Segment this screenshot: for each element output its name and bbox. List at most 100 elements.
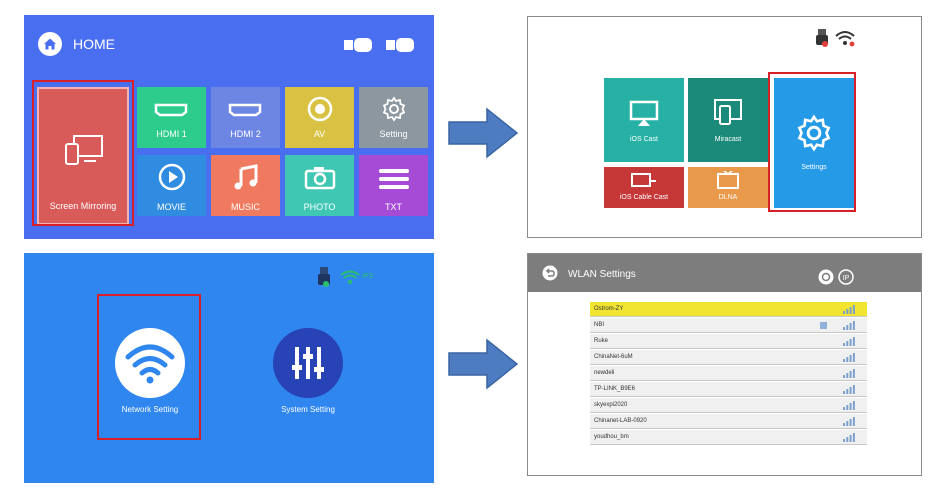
music-icon <box>234 164 258 190</box>
play-icon <box>158 163 186 191</box>
wifi-network-name: TP-LINK_B9E6 <box>594 386 636 392</box>
signal-strength-icon <box>843 353 855 362</box>
wifi-network-name: youdhou_bm <box>594 434 629 440</box>
wifi-network-row[interactable]: newdeli <box>590 366 867 381</box>
page-title: HOME <box>73 36 115 52</box>
wifi-network-row[interactable]: youdhou_bm <box>590 430 867 445</box>
network-setting-item[interactable]: Network Setting <box>100 295 200 435</box>
hdmi-icon <box>154 103 188 117</box>
tv-icon <box>717 171 739 189</box>
selection-highlight <box>32 80 134 226</box>
tile-miracast[interactable]: Miracast <box>688 78 768 162</box>
wifi-network-row[interactable]: ChinaNet-6uM <box>590 350 867 365</box>
system-setting-item[interactable]: System Setting <box>258 295 358 435</box>
wifi-network-name: skyexpi2020 <box>594 402 628 408</box>
status-label: IPS <box>362 273 374 280</box>
signal-strength-icon <box>843 417 855 426</box>
wifi-network-row[interactable]: NBI <box>590 318 867 333</box>
tile-label: iOS Cable Cast <box>619 194 669 201</box>
signal-strength-icon <box>843 337 855 346</box>
wifi-icon <box>834 29 856 47</box>
screen-mirroring-icon <box>65 135 103 165</box>
cable-cast-icon <box>631 173 656 187</box>
gear-icon <box>382 96 406 122</box>
tile-label: Setting <box>379 129 408 139</box>
tile-setting[interactable]: Setting <box>359 87 428 148</box>
tile-label: DLNA <box>718 194 738 201</box>
tile-label: MOVIE <box>156 202 186 212</box>
tile-av[interactable]: AV <box>285 87 354 148</box>
item-label: System Setting <box>281 405 335 414</box>
item-label: Network Setting <box>121 405 179 414</box>
tile-txt[interactable]: TXT <box>359 155 428 216</box>
wifi-network-row[interactable]: skyexpi2020 <box>590 398 867 413</box>
tile-ios-cable-cast[interactable]: iOS Cable Cast <box>604 167 684 208</box>
wlan-header: WLAN Settings IP <box>528 254 921 292</box>
camera-icon <box>304 167 336 190</box>
tile-label: Settings <box>801 164 827 171</box>
ip-icon[interactable]: IP <box>838 269 854 285</box>
usb-icon <box>344 38 372 52</box>
tile-dlna[interactable]: DLNA <box>688 167 768 208</box>
arrow-right-icon <box>448 107 519 159</box>
wifi-icon <box>115 328 185 398</box>
wifi-network-row[interactable]: Ruke <box>590 334 867 349</box>
tile-settings[interactable]: Settings <box>774 78 854 208</box>
svg-text:IP: IP <box>843 275 850 282</box>
signal-strength-icon <box>843 385 855 394</box>
screen-mirroring-panel: iOS Cast Miracast Settings iOS Cable Cas… <box>527 16 922 238</box>
usb-icon <box>386 38 414 52</box>
lock-icon <box>820 322 827 329</box>
tile-ios-cast[interactable]: iOS Cast <box>604 78 684 162</box>
signal-strength-icon <box>843 433 855 442</box>
wifi-network-row[interactable]: TP-LINK_B9E6 <box>590 382 867 397</box>
selection-highlight <box>768 72 856 212</box>
wifi-network-name: NBI <box>594 322 605 328</box>
wifi-network-name: ChinaNet-6uM <box>594 354 633 360</box>
arrow-right-icon <box>448 338 519 390</box>
refresh-icon[interactable] <box>818 269 834 285</box>
settings-panel: IPS Network Setting System Setting <box>24 253 434 483</box>
home-icon[interactable] <box>38 32 62 56</box>
home-screen-panel: HOME Screen Mirroring HDMI 1 HDMI 2 AV <box>24 15 434 239</box>
tile-label: iOS Cast <box>629 136 658 143</box>
tile-label: HDMI 2 <box>230 129 261 139</box>
tile-hdmi-1[interactable]: HDMI 1 <box>137 87 206 148</box>
tile-photo[interactable]: PHOTO <box>285 155 354 216</box>
wifi-network-name: newdeli <box>594 370 615 376</box>
tile-movie[interactable]: MOVIE <box>137 155 206 216</box>
selection-highlight <box>97 294 201 440</box>
av-icon <box>307 96 333 122</box>
tile-music[interactable]: MUSIC <box>211 155 280 216</box>
wifi-icon <box>340 269 360 285</box>
tile-label: MUSIC <box>231 202 260 212</box>
miracast-icon <box>714 99 742 125</box>
signal-strength-icon <box>843 401 855 410</box>
tile-label: Screen Mirroring <box>49 201 117 211</box>
usb-icon <box>318 267 330 287</box>
tile-label: PHOTO <box>303 202 336 212</box>
signal-strength-icon <box>843 369 855 378</box>
sliders-icon <box>273 328 343 398</box>
back-icon[interactable] <box>542 265 558 281</box>
gear-icon <box>797 114 831 152</box>
hdmi-icon <box>228 103 262 117</box>
signal-strength-icon <box>843 305 855 314</box>
wifi-network-row[interactable]: Chinanet-LAB-0920 <box>590 414 867 429</box>
tile-label: HDMI 1 <box>156 129 187 139</box>
tile-hdmi-2[interactable]: HDMI 2 <box>211 87 280 148</box>
airplay-icon <box>629 100 659 126</box>
wifi-network-row[interactable]: Ostrom-ZY <box>590 302 867 317</box>
wifi-network-name: Ruke <box>594 338 609 344</box>
tile-label: Miracast <box>714 136 742 143</box>
wifi-network-name: Ostrom-ZY <box>594 306 624 312</box>
page-title: WLAN Settings <box>568 269 636 280</box>
usb-icon <box>816 29 828 47</box>
tile-label: AV <box>313 129 326 139</box>
wifi-network-name: Chinanet-LAB-0920 <box>594 418 647 424</box>
signal-strength-icon <box>843 321 855 330</box>
list-icon <box>379 169 409 189</box>
tile-label: TXT <box>385 202 402 212</box>
